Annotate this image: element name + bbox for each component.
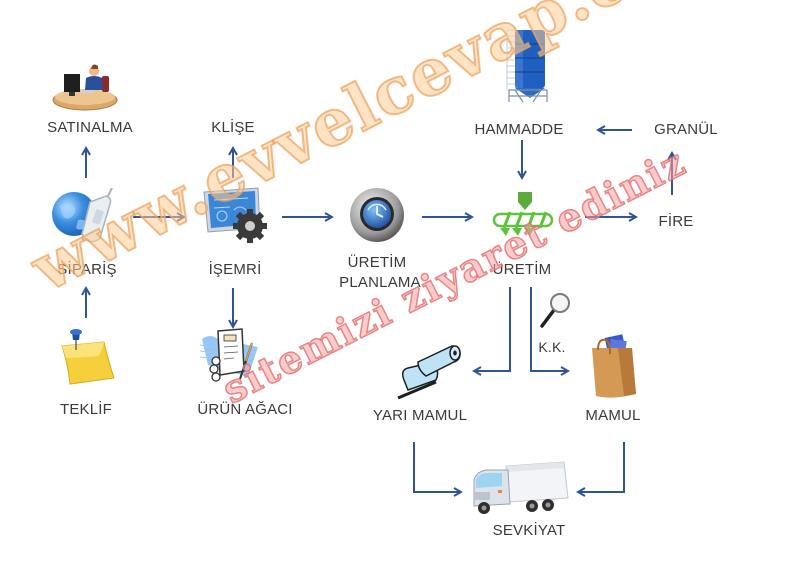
- sticky-note-pin-icon: [61, 329, 115, 385]
- shopping-bag-icon: [592, 334, 636, 398]
- extruder-screw-icon: [492, 192, 554, 236]
- truck-icon: [473, 461, 569, 514]
- purchasing-person-desk-icon: [52, 64, 118, 111]
- label-teklif: TEKLİF: [59, 401, 113, 418]
- silo-icon: [506, 29, 548, 103]
- arrow-yari-mamul-to-sevkiyat: [413, 442, 461, 492]
- label-urun-agaci: ÜRÜN AĞACI: [197, 401, 293, 418]
- label-uretim-planlama-line2: PLANLAMA: [339, 274, 421, 291]
- label-sevkiyat: SEVKİYAT: [492, 522, 566, 539]
- clock-dial-icon: [350, 188, 404, 242]
- document-hand-icon: [200, 328, 258, 382]
- magnifier-icon: [540, 293, 570, 328]
- arrow-uretim-to-yari-mamul: [474, 287, 511, 371]
- label-mamul: MAMUL: [585, 407, 641, 424]
- arrow-mamul-to-sevkiyat: [578, 442, 625, 492]
- film-roll-icon: [397, 345, 461, 400]
- label-isemri: İŞEMRİ: [208, 261, 262, 278]
- label-satinalma: SATINALMA: [47, 119, 133, 136]
- arrow-uretim-to-mamul: [530, 287, 568, 371]
- label-yari-mamul: YARI MAMUL: [372, 407, 468, 424]
- globe-phone-icon: [52, 188, 113, 243]
- label-uretim-planlama-line1: ÜRETİM: [347, 254, 407, 271]
- label-klise: KLİŞE: [211, 119, 255, 136]
- label-kk: K.K.: [538, 339, 566, 355]
- label-fire: FİRE: [658, 213, 694, 230]
- label-hammadde: HAMMADDE: [474, 121, 564, 138]
- label-uretim: ÜRETİM: [492, 261, 552, 278]
- blueprint-gear-icon: [203, 187, 267, 243]
- label-granul: GRANÜL: [654, 121, 718, 138]
- label-siparis: SİPARİŞ: [57, 261, 117, 278]
